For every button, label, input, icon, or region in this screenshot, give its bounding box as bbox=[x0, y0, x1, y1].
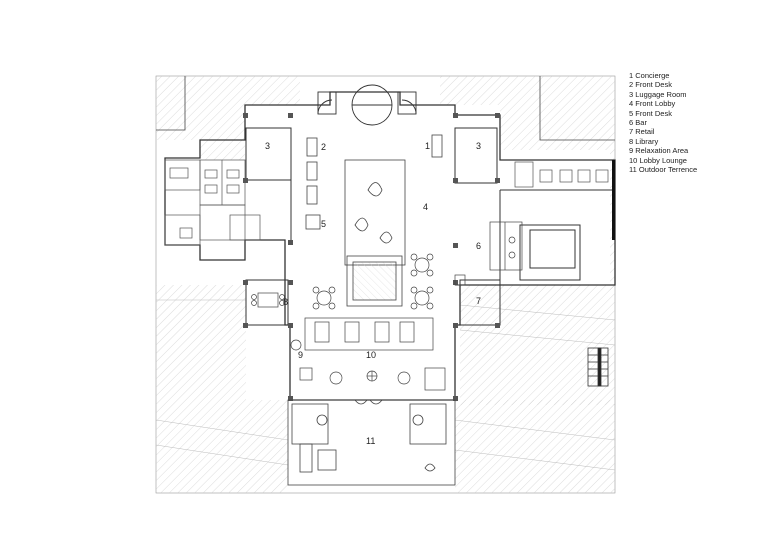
room-label-library: 8 bbox=[283, 297, 288, 307]
legend-item: 9 Relaxation Area bbox=[629, 146, 697, 155]
room-label-front-desk: 2 bbox=[321, 142, 326, 152]
room-label-bar: 6 bbox=[476, 241, 481, 251]
room-label-luggage-left: 3 bbox=[265, 141, 270, 151]
bar-area bbox=[454, 221, 523, 286]
legend-number: 11 bbox=[629, 165, 637, 175]
room-label-front-lobby: 4 bbox=[423, 202, 428, 212]
room-label-front-desk-2: 5 bbox=[321, 219, 326, 229]
legend-room-name: Front Desk bbox=[635, 80, 672, 90]
legend-room-name: Bar bbox=[635, 118, 647, 128]
lobby-seating bbox=[312, 253, 434, 310]
partitions bbox=[245, 127, 615, 326]
legend-item: 4 Front Lobby bbox=[629, 99, 697, 108]
lobby-feature bbox=[344, 159, 406, 307]
legend-room-name: Relaxation Area bbox=[635, 146, 689, 156]
library-furniture bbox=[251, 292, 285, 308]
entrance bbox=[317, 84, 417, 126]
legend-room-name: Front Desk bbox=[635, 108, 672, 118]
legend-room-name: Front Lobby bbox=[635, 99, 676, 109]
room-label-concierge: 1 bbox=[425, 141, 430, 151]
lobby-lounge bbox=[290, 317, 446, 391]
east-restrooms bbox=[514, 161, 609, 188]
legend-item: 11 Outdoor Terrence bbox=[629, 165, 697, 174]
legend-room-name: Outdoor Terrence bbox=[638, 165, 698, 175]
front-desks bbox=[305, 134, 443, 230]
terrace bbox=[287, 399, 456, 486]
legend-number: 7 bbox=[629, 127, 634, 137]
legend-room-name: Luggage Room bbox=[635, 89, 687, 99]
legend-number: 10 bbox=[629, 155, 638, 165]
legend-number: 8 bbox=[629, 136, 634, 146]
legend-number: 1 bbox=[629, 71, 634, 80]
room-label-relaxation: 9 bbox=[298, 350, 303, 360]
legend-room-name: Library bbox=[635, 136, 659, 146]
legend-number: 4 bbox=[629, 99, 634, 109]
room-label-retail: 7 bbox=[476, 296, 481, 306]
room-label-terrace: 11 bbox=[366, 436, 375, 446]
legend-number: 2 bbox=[629, 80, 634, 90]
stair bbox=[587, 347, 609, 387]
legend-item: 5 Front Desk bbox=[629, 109, 697, 118]
legend-item: 3 Luggage Room bbox=[629, 90, 697, 99]
legend-room-name: Lobby Lounge bbox=[639, 155, 687, 165]
site-hatching bbox=[156, 76, 615, 493]
legend-number: 3 bbox=[629, 89, 634, 99]
east-facade bbox=[612, 160, 615, 240]
legend-item: 2 Front Desk bbox=[629, 80, 697, 89]
legend-item: 10 Lobby Lounge bbox=[629, 156, 697, 165]
room-label-luggage-right: 3 bbox=[476, 141, 481, 151]
room-label-lobby-lounge: 10 bbox=[366, 350, 376, 360]
legend-number: 5 bbox=[629, 108, 634, 118]
legend-item: 1 Concierge bbox=[629, 71, 697, 80]
legend-number: 6 bbox=[629, 118, 634, 128]
legend-room-name: Concierge bbox=[635, 71, 670, 80]
west-offices bbox=[164, 159, 261, 246]
legend-item: 7 Retail bbox=[629, 127, 697, 136]
legend-item: 8 Library bbox=[629, 137, 697, 146]
legend-item: 6 Bar bbox=[629, 118, 697, 127]
legend-room-name: Retail bbox=[635, 127, 655, 137]
legend-number: 9 bbox=[629, 146, 634, 156]
site-lines bbox=[155, 299, 616, 471]
columns bbox=[243, 113, 500, 401]
corner-structures bbox=[156, 76, 615, 141]
